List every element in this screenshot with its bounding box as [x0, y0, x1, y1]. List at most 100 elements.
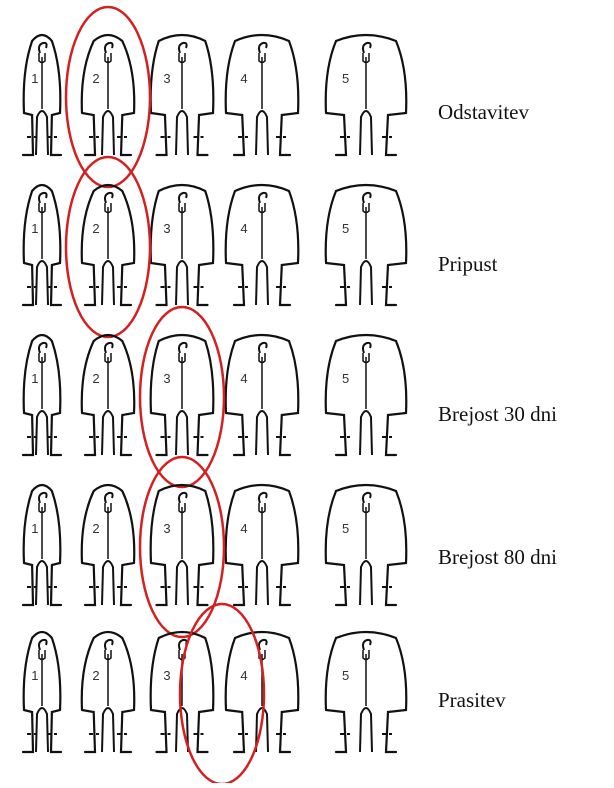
sow-inner-legs [256, 111, 268, 155]
score-number: 4 [240, 221, 247, 236]
score-number: 2 [92, 371, 99, 386]
score-number: 5 [342, 521, 349, 536]
sow-figure: 4 [226, 35, 299, 155]
sow-inner-legs [256, 561, 268, 605]
sow-inner-legs [36, 561, 48, 605]
score-number: 3 [163, 371, 170, 386]
sow-inner-legs [176, 411, 188, 455]
highlight-ellipse [180, 604, 264, 783]
sow-figure: 3 [151, 185, 214, 305]
sow-tail [39, 343, 47, 353]
score-number: 1 [31, 668, 38, 683]
figure-row: 1 2 3 4 5 [23, 157, 406, 337]
sow-inner-legs [102, 411, 114, 455]
score-number: 3 [163, 668, 170, 683]
sow-inner-legs [176, 111, 188, 155]
sow-tail [179, 493, 187, 503]
row-label-odstavitev: Odstavitev [438, 100, 529, 125]
figure-row: 1 2 3 4 5 [23, 7, 406, 187]
sow-tail [259, 43, 267, 53]
sow-figure: 4 [226, 632, 299, 752]
sow-figure: 1 [23, 185, 61, 305]
score-number: 1 [31, 371, 38, 386]
sow-tail [39, 640, 47, 650]
score-number: 4 [240, 521, 247, 536]
score-number: 4 [240, 71, 247, 86]
sow-inner-legs [176, 261, 188, 305]
score-number: 2 [92, 668, 99, 683]
sow-inner-legs [360, 561, 372, 605]
score-number: 2 [92, 221, 99, 236]
sow-figure: 5 [326, 185, 407, 305]
figure-row: 1 2 3 4 5 [23, 307, 406, 487]
sow-inner-legs [36, 411, 48, 455]
score-number: 3 [163, 71, 170, 86]
score-number: 4 [240, 668, 247, 683]
score-number: 5 [342, 221, 349, 236]
sow-tail [105, 493, 113, 503]
sow-inner-legs [360, 111, 372, 155]
sow-figure: 3 [151, 632, 214, 752]
sow-tail [363, 193, 371, 203]
sow-tail [105, 193, 113, 203]
sow-figure: 1 [23, 632, 61, 752]
sow-figure: 3 [151, 335, 214, 455]
score-number: 2 [92, 71, 99, 86]
sow-tail [105, 640, 113, 650]
sow-inner-legs [360, 708, 372, 752]
sow-figure: 1 [23, 35, 61, 155]
score-number: 1 [31, 521, 38, 536]
sow-figure: 2 [82, 335, 135, 455]
sow-tail [105, 343, 113, 353]
sow-tail [259, 493, 267, 503]
sow-inner-legs [102, 111, 114, 155]
sow-tail [179, 193, 187, 203]
sow-figure: 3 [151, 35, 214, 155]
sow-figure: 4 [226, 485, 299, 605]
score-number: 5 [342, 668, 349, 683]
row-label-brejost-80: Brejost 80 dni [438, 545, 557, 570]
sow-figure: 2 [82, 35, 135, 155]
sow-inner-legs [36, 261, 48, 305]
sow-tail [363, 493, 371, 503]
row-label-brejost-30: Brejost 30 dni [438, 402, 557, 427]
sow-figure: 3 [151, 485, 214, 605]
score-number: 1 [31, 71, 38, 86]
row-label-prasitev: Prasitev [438, 688, 506, 713]
sow-inner-legs [102, 561, 114, 605]
sow-inner-legs [256, 261, 268, 305]
sow-figure: 1 [23, 485, 61, 605]
sow-figure: 5 [326, 485, 407, 605]
score-number: 1 [31, 221, 38, 236]
score-number: 3 [163, 221, 170, 236]
sow-inner-legs [102, 261, 114, 305]
sow-inner-legs [36, 111, 48, 155]
sow-tail [39, 493, 47, 503]
sow-figure: 5 [326, 632, 407, 752]
sow-figure: 1 [23, 335, 61, 455]
sow-inner-legs [176, 561, 188, 605]
sow-inner-legs [360, 261, 372, 305]
figure-row: 1 2 3 4 5 [23, 604, 406, 783]
sow-tail [39, 43, 47, 53]
sow-tail [105, 43, 113, 53]
sow-inner-legs [36, 708, 48, 752]
sow-figure: 5 [326, 335, 407, 455]
sow-figure: 2 [82, 632, 135, 752]
sow-figure: 4 [226, 185, 299, 305]
figure-row: 1 2 3 4 5 [23, 457, 406, 637]
sow-tail [179, 343, 187, 353]
score-number: 4 [240, 371, 247, 386]
score-number: 5 [342, 371, 349, 386]
score-number: 5 [342, 71, 349, 86]
sow-tail [363, 343, 371, 353]
sow-tail [363, 640, 371, 650]
sow-tail [259, 193, 267, 203]
score-number: 3 [163, 521, 170, 536]
sow-figure: 2 [82, 185, 135, 305]
sow-inner-legs [256, 411, 268, 455]
sow-figure: 2 [82, 485, 135, 605]
sow-tail [259, 343, 267, 353]
row-label-pripust: Pripust [438, 252, 498, 277]
